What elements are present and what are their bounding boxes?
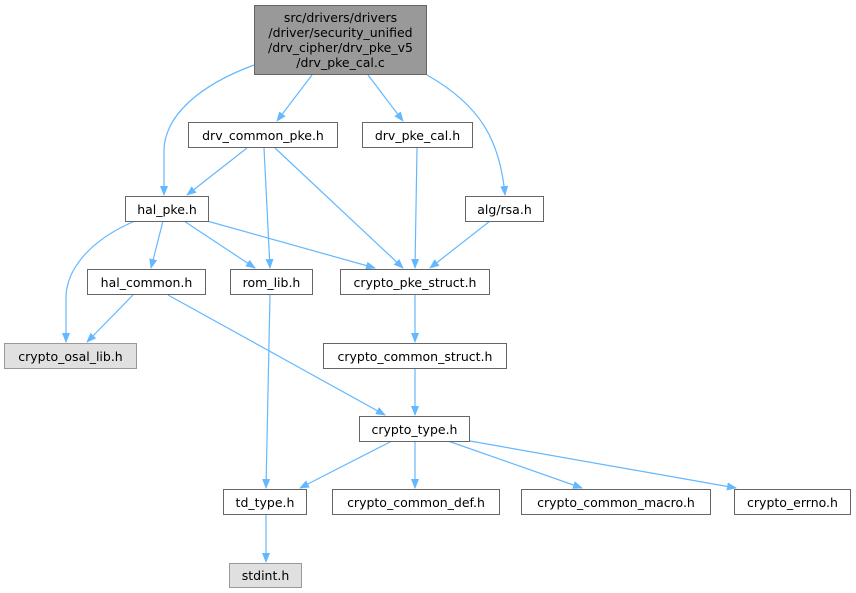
node-crypto-common-def[interactable]: crypto_common_def.h — [332, 489, 500, 515]
edge — [160, 64, 255, 196]
node-rom-lib[interactable]: rom_lib.h — [230, 269, 313, 295]
edge — [426, 74, 509, 196]
edge — [299, 440, 393, 489]
edge — [206, 220, 376, 270]
node-crypto-common-macro[interactable]: crypto_common_macro.h — [521, 489, 711, 515]
edge — [469, 440, 737, 491]
edge — [429, 220, 491, 269]
edge — [276, 74, 313, 122]
node-alg-rsa[interactable]: alg/rsa.h — [465, 196, 544, 222]
edge — [263, 147, 274, 269]
node-crypto-type[interactable]: crypto_type.h — [359, 416, 470, 442]
edge — [274, 147, 404, 269]
root-line: /driver/security_unified — [268, 25, 413, 40]
node-stdint: stdint.h — [229, 563, 302, 588]
root-line: /drv_pke_cal.c — [296, 55, 385, 70]
node-crypto-common-struct[interactable]: crypto_common_struct.h — [323, 343, 507, 369]
edge — [167, 294, 386, 416]
edge — [186, 147, 248, 196]
edge — [367, 74, 404, 122]
node-hal-common[interactable]: hal_common.h — [87, 269, 206, 295]
node-drv-pke-cal[interactable]: drv_pke_cal.h — [362, 122, 473, 148]
node-crypto-pke-struct[interactable]: crypto_pke_struct.h — [340, 269, 490, 295]
node-hal-pke[interactable]: hal_pke.h — [125, 196, 209, 222]
root-file-node: src/drivers/drivers /driver/security_uni… — [254, 5, 427, 75]
edge — [183, 220, 256, 269]
edge — [262, 294, 271, 489]
edge — [411, 147, 420, 269]
edge — [86, 294, 134, 343]
root-line: src/drivers/drivers — [283, 10, 398, 25]
node-drv-common-pke[interactable]: drv_common_pke.h — [188, 122, 338, 148]
node-td-type[interactable]: td_type.h — [223, 489, 307, 515]
edge — [62, 220, 136, 343]
edge — [447, 440, 583, 489]
node-crypto-osal-lib: crypto_osal_lib.h — [4, 343, 137, 369]
root-line: /drv_cipher/drv_pke_v5 — [268, 40, 413, 55]
node-crypto-errno[interactable]: crypto_errno.h — [734, 489, 851, 515]
edge — [149, 220, 164, 269]
